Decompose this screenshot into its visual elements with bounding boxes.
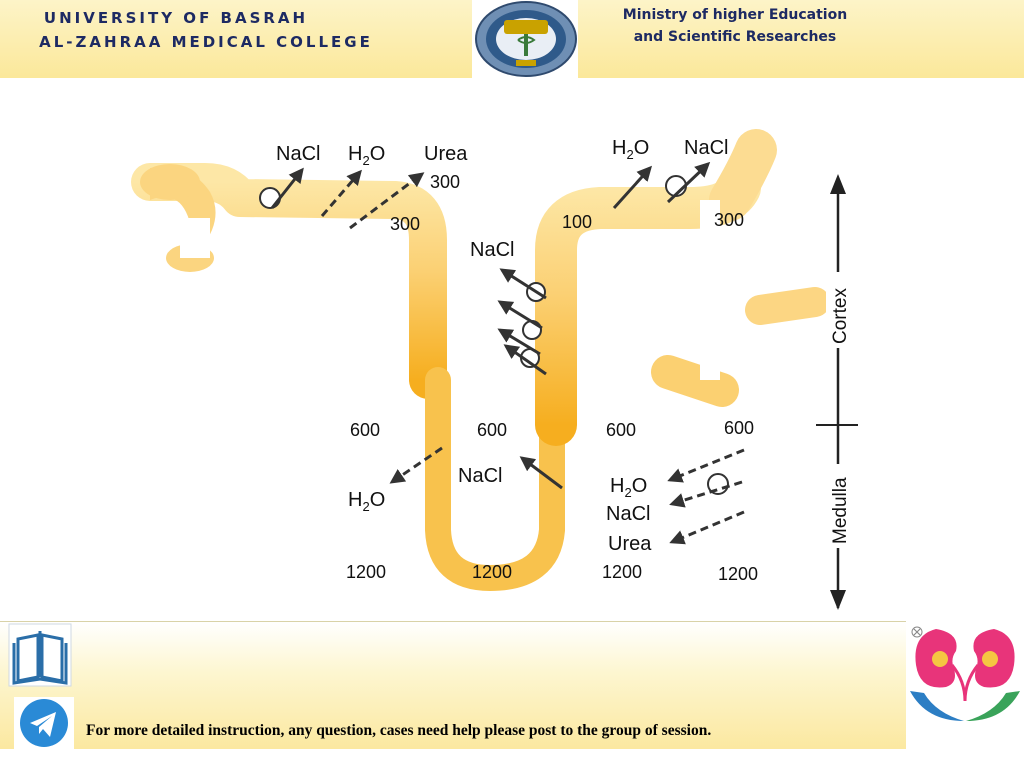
college-seal-icon (474, 0, 578, 78)
label-proximal-h2o: H2O (348, 143, 385, 168)
bowman-capsule (140, 164, 200, 200)
scale-arrow-top (830, 174, 846, 194)
book-icon[interactable] (8, 623, 72, 687)
label-descending-h2o: H2O (348, 489, 385, 514)
arrow-duct-urea (669, 510, 745, 545)
arrow-ascending-4 (503, 344, 547, 376)
arrow-distal-nacl (666, 161, 711, 204)
arrow-ascending-2 (497, 300, 543, 330)
value-600-2: 600 (477, 420, 507, 440)
arrow-distal-h2o (612, 165, 653, 210)
ministry-line-1: Ministry of higher Education (622, 7, 848, 23)
label-distal-100: 100 (562, 212, 592, 232)
footer-band (0, 621, 906, 749)
label-proximal-300-bottom: 300 (390, 214, 420, 234)
telegram-icon[interactable] (14, 697, 74, 749)
value-1200-4: 1200 (718, 564, 758, 584)
pump-proximal (259, 187, 281, 209)
descending-limb (425, 367, 565, 592)
value-1200-3: 1200 (602, 562, 642, 582)
value-1200-2: 1200 (472, 562, 512, 582)
value-1200-1: 1200 (346, 562, 386, 582)
arrow-proximal-nacl (270, 167, 304, 209)
value-600-1: 600 (350, 420, 380, 440)
distal-tubule (709, 129, 777, 221)
arrow-descending-h2o (389, 446, 443, 484)
scale-arrow-bottom (830, 590, 846, 610)
label-duct-urea: Urea (608, 533, 652, 555)
label-proximal-300-top: 300 (430, 172, 460, 192)
label-distal-nacl: NaCl (684, 137, 728, 159)
university-name: UNIVERSITY OF BASRAH (43, 9, 309, 27)
pump-ascending-2 (522, 320, 542, 340)
header: UNIVERSITY OF BASRAH AL-ZAHRAA MEDICAL C… (0, 0, 1024, 78)
value-600-3: 600 (606, 420, 636, 440)
label-duct-h2o: H2O (610, 475, 647, 500)
kidney-hands-logo (906, 621, 1024, 731)
label-thin-ascending-nacl: NaCl (458, 465, 502, 487)
label-medulla: Medulla (830, 477, 851, 544)
footer: For more detailed instruction, any quest… (0, 621, 1024, 768)
label-proximal-urea: Urea (424, 143, 468, 165)
arrow-ascending-1 (499, 268, 547, 300)
collecting-branch-left (651, 355, 739, 407)
label-thick-ascending-nacl: NaCl (470, 239, 514, 261)
header-band-right (578, 0, 1024, 78)
collecting-branch-right (745, 287, 830, 325)
value-600-4: 600 (724, 418, 754, 438)
arrow-proximal-h2o (320, 169, 362, 217)
ministry-line-2: and Scientific Researches (633, 29, 837, 45)
proximal-convoluted-tubule (131, 163, 447, 399)
footer-instruction: For more detailed instruction, any quest… (86, 722, 712, 739)
header-band-left (0, 0, 472, 78)
label-cortex: Cortex (830, 288, 851, 344)
arrow-duct-h2o (667, 448, 745, 483)
nephron-diagram: NaCl H2O Urea 300 300 H2O NaCl 100 300 N… (131, 129, 858, 630)
label-distal-300: 300 (714, 210, 744, 230)
arrow-thin-ascending-nacl (519, 456, 563, 490)
label-duct-nacl: NaCl (606, 503, 650, 525)
label-proximal-nacl: NaCl (276, 143, 320, 165)
arrow-ascending-3 (497, 328, 541, 356)
college-name: AL-ZAHRAA MEDICAL COLLEGE (39, 33, 373, 51)
label-distal-h2o: H2O (612, 137, 649, 162)
arrow-proximal-urea (349, 172, 425, 230)
